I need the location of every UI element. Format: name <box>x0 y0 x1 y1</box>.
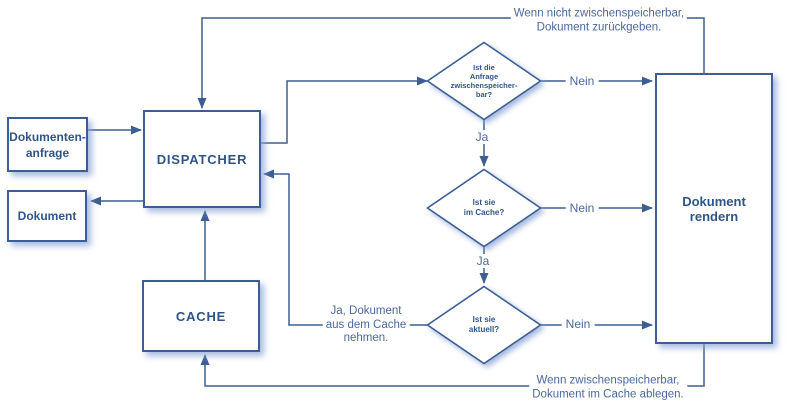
node-dokument: Dokument <box>7 190 87 242</box>
diamond-shape <box>426 41 542 121</box>
edge-label-nein-2: Nein <box>565 201 599 215</box>
decision-aktuell: Ist sie aktuell? <box>426 285 542 365</box>
edge-label-ja-2: Ja <box>472 254 494 268</box>
node-cache: CACHE <box>142 280 260 352</box>
edge-render-to-cache <box>200 344 705 387</box>
annotation-zwischenspeicherbar: Wenn zwischenspeicherbar, Dokument im Ca… <box>529 374 687 402</box>
edge-label-ja-1: Ja <box>471 130 493 144</box>
edge-label-nein-3: Nein <box>561 317 595 331</box>
decision-im-cache-label: Ist sie im Cache? <box>463 198 505 217</box>
edge-label-nein-1: Nein <box>565 74 599 88</box>
edge-q3-ja-to-dispatcher <box>263 169 428 326</box>
node-dispatcher: DISPATCHER <box>143 110 261 208</box>
decision-aktuell-label: Ist sie aktuell? <box>468 315 500 334</box>
diamond-shape <box>426 285 542 365</box>
node-dokumentenanfrage: Dokumenten- anfrage <box>7 117 88 172</box>
edge-dispatcher-to-q1 <box>261 76 428 144</box>
decision-im-cache: Ist sie im Cache? <box>426 168 542 248</box>
annotation-nicht-zwischenspeicherbar: Wenn nicht zwischenspeicherbar, Dokument… <box>510 7 688 35</box>
decision-zwischenspeicherbar: Ist die Anfrage zwischenspeicher- bar? <box>426 41 542 121</box>
annotation-aus-cache-nehmen: Ja, Dokument aus dem Cache nehmen. <box>322 304 410 346</box>
decision-zwischenspeicherbar-label: Ist die Anfrage zwischenspeicher- bar? <box>450 63 518 99</box>
node-dokument-rendern: Dokument rendern <box>655 73 773 344</box>
diamond-shape <box>426 168 542 248</box>
edge-render-return-to-dispatcher <box>197 17 705 109</box>
